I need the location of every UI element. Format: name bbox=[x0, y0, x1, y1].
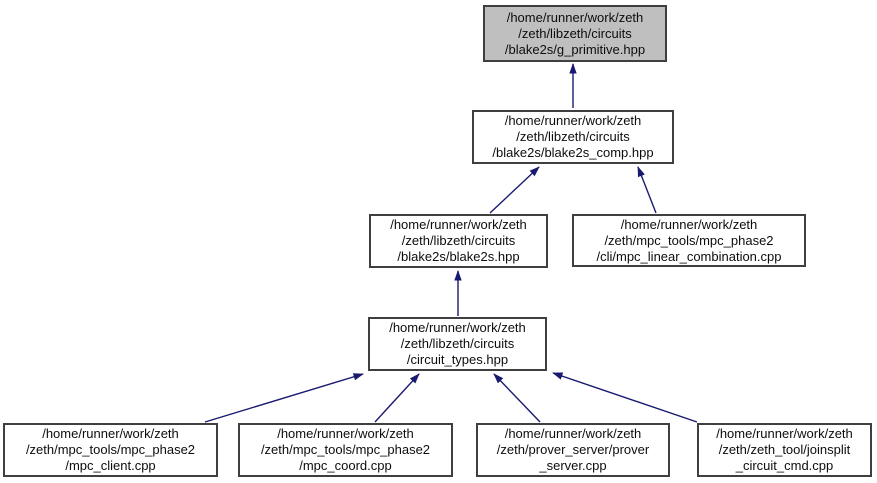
edge-mpc-client-to-circuit-types bbox=[204, 373, 364, 423]
node-mpc-client-cpp[interactable]: /home/runner/work/zeth /zeth/mpc_tools/m… bbox=[3, 423, 218, 477]
node-circuit-types-hpp[interactable]: /home/runner/work/zeth /zeth/libzeth/cir… bbox=[368, 317, 547, 371]
node-g-primitive-hpp[interactable]: /home/runner/work/zeth /zeth/libzeth/cir… bbox=[483, 5, 667, 62]
node-blake2s-hpp[interactable]: /home/runner/work/zeth /zeth/libzeth/cir… bbox=[369, 214, 548, 268]
node-blake2s-comp-hpp[interactable]: /home/runner/work/zeth /zeth/libzeth/cir… bbox=[472, 110, 674, 164]
node-joinsplit-circuit-cmd-cpp[interactable]: /home/runner/work/zeth /zeth/zeth_tool/j… bbox=[697, 423, 872, 477]
edge-mpc-coord-to-circuit-types bbox=[374, 373, 420, 423]
node-mpc-coord-cpp[interactable]: /home/runner/work/zeth /zeth/mpc_tools/m… bbox=[238, 423, 453, 477]
edge-prover-server-to-circuit-types bbox=[493, 373, 541, 423]
edge-blake2s-to-blake2s-comp bbox=[489, 166, 540, 214]
edge-joinsplit-circuit-cmd-to-circuit-types bbox=[552, 372, 698, 423]
edge-mpc-linear-combination-to-blake2s-comp bbox=[637, 166, 657, 214]
node-mpc-linear-combination-cpp[interactable]: /home/runner/work/zeth /zeth/mpc_tools/m… bbox=[572, 214, 806, 267]
node-prover-server-cpp[interactable]: /home/runner/work/zeth /zeth/prover_serv… bbox=[476, 423, 670, 477]
